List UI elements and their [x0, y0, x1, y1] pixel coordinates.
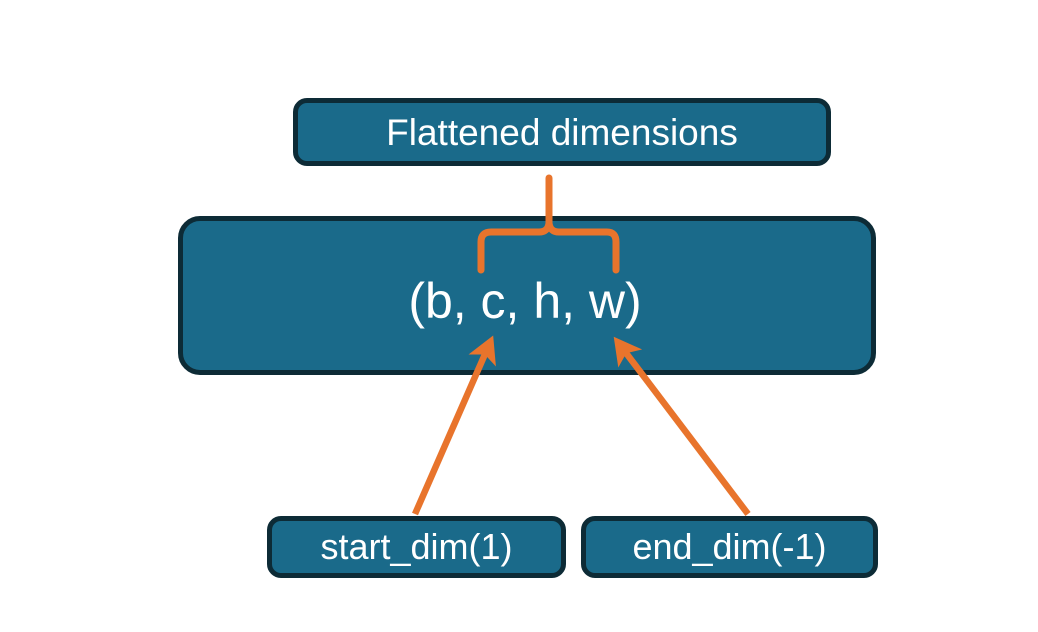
- tensor-shape-label: (b, c, h, w): [408, 272, 642, 329]
- end-dim-box[interactable]: end_dim(-1): [581, 516, 878, 578]
- tensor-shape-box[interactable]: (b, c, h, w): [178, 216, 876, 375]
- start-dim-box[interactable]: start_dim(1): [267, 516, 566, 578]
- flattened-dimensions-box[interactable]: Flattened dimensions: [293, 98, 831, 166]
- flattened-dimensions-label: Flattened dimensions: [386, 111, 738, 153]
- start-dim-label: start_dim(1): [320, 526, 513, 567]
- end-dim-label: end_dim(-1): [632, 526, 827, 567]
